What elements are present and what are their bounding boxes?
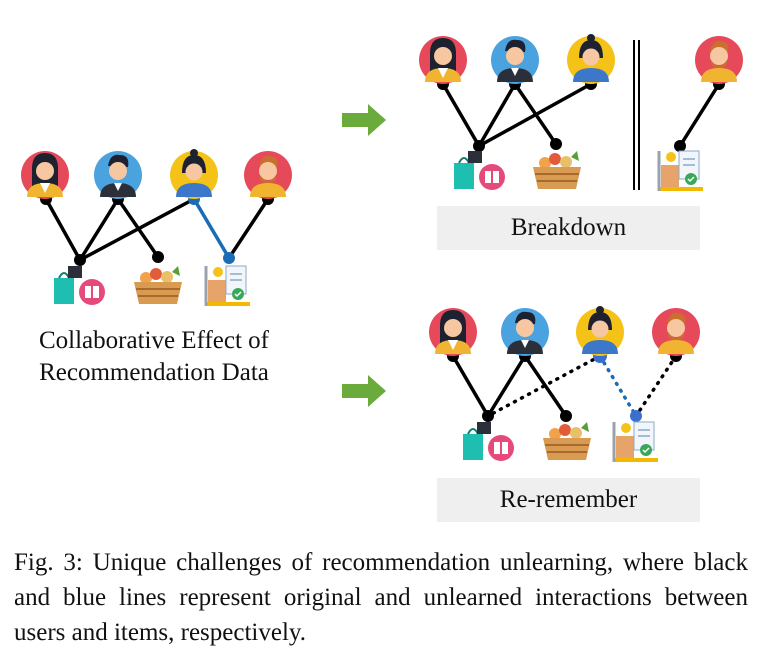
panel-original — [21, 149, 292, 308]
figure-caption: Fig. 3: Unique challenges of recommendat… — [14, 549, 748, 646]
hooded-woman-avatar-icon — [567, 34, 615, 84]
reremember-dotted-edges — [486, 354, 678, 418]
bearded-man-avatar-icon — [695, 36, 743, 84]
cart-checklist-icon — [612, 420, 660, 464]
unlearned-node — [630, 410, 642, 422]
original-edges — [44, 197, 270, 262]
hooded-woman-avatar-icon — [576, 306, 624, 356]
bearded-man-avatar-icon — [244, 151, 292, 199]
reremember-label: Re-remember — [437, 478, 700, 522]
food-basket-icon — [542, 421, 592, 461]
shopping-bags-icon — [462, 421, 515, 462]
recommendation-unlearning-diagram — [21, 34, 743, 464]
breakdown-edges — [441, 82, 721, 148]
left-panel-caption: Collaborative Effect of Recommendation D… — [38, 327, 269, 386]
panel-breakdown — [419, 34, 743, 193]
hooded-woman-avatar-icon — [170, 149, 218, 199]
cart-checklist-icon — [204, 264, 252, 308]
shopping-bags-icon — [53, 265, 106, 306]
man-avatar-icon — [94, 151, 142, 199]
separator-double-line — [633, 40, 640, 190]
unlearned-node — [223, 252, 235, 264]
woman-avatar-icon — [429, 308, 477, 356]
arrow-right-icon — [342, 375, 386, 407]
man-avatar-icon — [501, 308, 549, 356]
cart-checklist-icon — [657, 149, 705, 193]
arrow-right-icon — [342, 104, 386, 136]
shopping-bags-icon — [453, 150, 506, 191]
food-basket-icon — [532, 150, 582, 190]
food-basket-icon — [133, 265, 183, 305]
reremember-solid-edges — [451, 354, 568, 418]
breakdown-label: Breakdown — [437, 206, 700, 250]
unlearned-edge — [192, 198, 231, 259]
unlearned-dotted-edge — [598, 354, 638, 418]
bearded-man-avatar-icon — [652, 308, 700, 356]
woman-avatar-icon — [419, 36, 467, 84]
man-avatar-icon — [491, 36, 539, 84]
edge-nodes — [40, 193, 274, 266]
woman-avatar-icon — [21, 151, 69, 199]
panel-reremember — [429, 306, 700, 464]
reremember-nodes — [447, 350, 682, 422]
